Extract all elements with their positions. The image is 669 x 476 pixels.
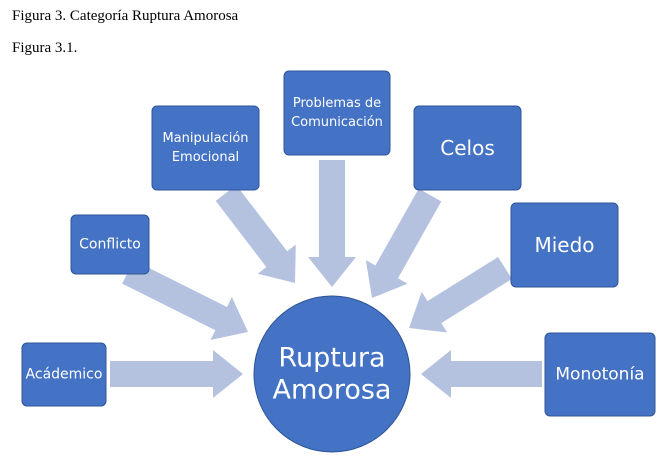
node-label-line: Comunicación: [291, 115, 383, 130]
node-problemas: Problemas de Comunicación: [283, 70, 391, 156]
arrow-monotonia: [421, 350, 542, 398]
node-label-line: Acádemico: [26, 367, 103, 383]
node-monotonia: Monotonía: [544, 332, 656, 417]
figure-subtitle: Figura 3.1.: [12, 40, 78, 56]
arrow-manipulacion: [215, 185, 296, 283]
arrow-conflicto: [122, 260, 248, 340]
node-label-line: Amorosa: [273, 375, 392, 406]
node-box-problemas: [283, 70, 391, 156]
arrow-celos: [365, 188, 442, 298]
arrows-layer: [110, 160, 542, 398]
node-box-monotonia: [544, 332, 656, 417]
node-label-line: Conflicto: [79, 237, 141, 253]
node-box-academico: [21, 342, 107, 407]
arrow-academico: [110, 350, 243, 398]
node-miedo: Miedo: [510, 202, 619, 288]
node-box-manipulacion: [151, 105, 260, 191]
node-label-line: Problemas de: [293, 96, 381, 111]
node-box-miedo: [510, 202, 619, 288]
center-circle: [253, 295, 411, 453]
node-box-conflicto: [70, 214, 150, 275]
node-box-celos: [413, 105, 522, 191]
node-label-line: Ruptura: [278, 343, 385, 374]
node-label-line: Manipulación: [162, 131, 248, 146]
node-academico: Acádemico: [21, 342, 107, 407]
node-celos: Celos: [413, 105, 522, 191]
arrow-miedo: [409, 257, 512, 333]
node-label-line: Celos: [440, 136, 494, 160]
node-label-line: Monotonía: [555, 365, 644, 385]
arrow-problemas: [308, 160, 356, 287]
node-conflicto: Conflicto: [70, 214, 150, 275]
node-label-line: Miedo: [534, 233, 594, 257]
node-label-line: Emocional: [172, 150, 239, 165]
figure-title: Figura 3. Categoría Ruptura Amorosa: [12, 8, 239, 24]
